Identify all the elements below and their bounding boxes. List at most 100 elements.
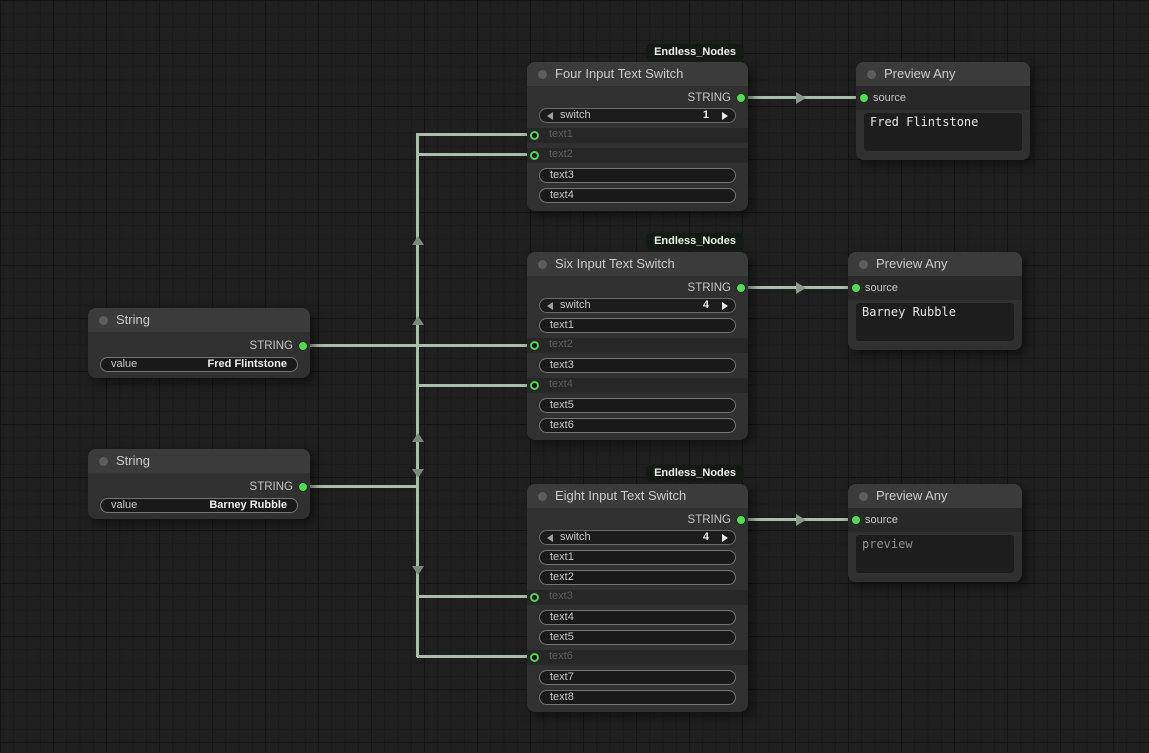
widget-text3[interactable]: text3	[527, 358, 748, 373]
source-input-port[interactable]	[851, 515, 861, 525]
preview-textarea[interactable]: Barney Rubble	[856, 303, 1014, 341]
preview-textarea[interactable]: Fred Flintstone	[864, 113, 1022, 151]
widget-text6[interactable]: text6	[527, 650, 748, 665]
group-badge: Endless_Nodes	[646, 465, 744, 482]
widget-value[interactable]: value Fred Flintstone	[88, 357, 310, 372]
switch-widget[interactable]: switch 4	[539, 298, 736, 313]
switch-widget[interactable]: switch 4	[539, 530, 736, 545]
node-eight-input-text-switch[interactable]: Eight Input Text Switch STRING switch 4 …	[527, 484, 748, 712]
widget-label: text4	[550, 189, 574, 201]
node-title: Six Input Text Switch	[555, 256, 675, 271]
widget-value[interactable]: value Barney Rubble	[88, 498, 310, 513]
widget-text8[interactable]: text8	[527, 690, 748, 705]
widget-text4[interactable]: text4	[527, 610, 748, 625]
wire-direction-right-icon	[796, 282, 806, 294]
collapse-dot-icon[interactable]	[859, 492, 868, 501]
input-port-text4[interactable]	[530, 381, 539, 390]
widget-text4[interactable]: text4	[527, 378, 748, 393]
string-output-port[interactable]	[736, 515, 746, 525]
widget-label: text2	[549, 148, 573, 160]
switch-value: 1	[702, 109, 709, 121]
switch-label: switch	[560, 109, 591, 121]
widget-text1[interactable]: text1	[527, 128, 748, 143]
collapse-dot-icon[interactable]	[538, 70, 547, 79]
collapse-dot-icon[interactable]	[99, 457, 108, 466]
widget-label: text3	[550, 169, 574, 181]
widget-text2[interactable]: text2	[527, 148, 748, 163]
source-input-port[interactable]	[859, 93, 869, 103]
widget-text1[interactable]: text1	[527, 318, 748, 333]
string-output-port[interactable]	[298, 341, 308, 351]
widget-text7[interactable]: text7	[527, 670, 748, 685]
wire-string2-to-six-text4	[417, 384, 535, 387]
wire-direction-up-icon	[412, 316, 424, 325]
string-output-port[interactable]	[736, 93, 746, 103]
output-label: STRING	[687, 282, 731, 294]
collapse-dot-icon[interactable]	[538, 492, 547, 501]
switch-label: switch	[560, 531, 591, 543]
wire-string1-to-four-text2	[417, 153, 535, 156]
widget-label: text1	[550, 319, 574, 331]
input-port-text1[interactable]	[530, 131, 539, 140]
collapse-dot-icon[interactable]	[538, 260, 547, 269]
widget-label: text5	[550, 399, 574, 411]
switch-widget[interactable]: switch 1	[539, 108, 736, 123]
wire-direction-down-icon	[412, 566, 424, 575]
collapse-dot-icon[interactable]	[859, 260, 868, 269]
widget-text5[interactable]: text5	[527, 630, 748, 645]
switch-increment-icon[interactable]	[722, 111, 728, 120]
widget-value-text: Barney Rubble	[209, 499, 287, 511]
source-input-port[interactable]	[851, 283, 861, 293]
widget-text1[interactable]: text1	[527, 550, 748, 565]
widget-text4[interactable]: text4	[527, 188, 748, 203]
string-output-port[interactable]	[736, 283, 746, 293]
wire-direction-up-icon	[412, 433, 424, 442]
node-title: Preview Any	[876, 256, 948, 271]
output-label: STRING	[687, 92, 731, 104]
switch-decrement-icon[interactable]	[547, 111, 553, 120]
input-port-text6[interactable]	[530, 653, 539, 662]
wire-string1-to-eight-text3	[417, 595, 535, 598]
input-port-text2[interactable]	[530, 151, 539, 160]
widget-label: text6	[550, 419, 574, 431]
wire-string1-to-six-text2	[305, 344, 535, 347]
preview-textarea[interactable]: preview	[856, 535, 1014, 573]
node-six-input-text-switch[interactable]: Six Input Text Switch STRING switch 4 te…	[527, 252, 748, 440]
widget-label: text1	[550, 551, 574, 563]
input-label: source	[865, 282, 899, 294]
input-port-text3[interactable]	[530, 593, 539, 602]
switch-decrement-icon[interactable]	[547, 533, 553, 542]
widget-label: value	[111, 358, 138, 370]
node-preview-any-1[interactable]: Preview Any source Fred Flintstone	[856, 62, 1030, 160]
collapse-dot-icon[interactable]	[99, 316, 108, 325]
input-port-text2[interactable]	[530, 341, 539, 350]
string-output-port[interactable]	[298, 482, 308, 492]
widget-label: text1	[549, 128, 573, 140]
collapse-dot-icon[interactable]	[867, 70, 876, 79]
widget-value-text: Fred Flintstone	[207, 358, 287, 370]
widget-text5[interactable]: text5	[527, 398, 748, 413]
switch-decrement-icon[interactable]	[547, 301, 553, 310]
widget-text2[interactable]: text2	[527, 570, 748, 585]
widget-text6[interactable]: text6	[527, 418, 748, 433]
widget-label: text4	[549, 378, 573, 390]
group-badge: Endless_Nodes	[646, 233, 744, 250]
widget-text3[interactable]: text3	[527, 168, 748, 183]
node-preview-any-3[interactable]: Preview Any source preview	[848, 484, 1022, 582]
node-preview-any-2[interactable]: Preview Any source Barney Rubble	[848, 252, 1022, 350]
widget-text3[interactable]: text3	[527, 590, 748, 605]
output-label: STRING	[687, 514, 731, 526]
switch-increment-icon[interactable]	[722, 301, 728, 310]
widget-text2[interactable]: text2	[527, 338, 748, 353]
switch-value: 4	[702, 299, 709, 311]
widget-label: text7	[550, 671, 574, 683]
widget-label: text2	[549, 338, 573, 350]
node-title: Four Input Text Switch	[555, 66, 684, 81]
widget-label: text3	[550, 359, 574, 371]
node-four-input-text-switch[interactable]: Four Input Text Switch STRING switch 1 t…	[527, 62, 748, 211]
switch-increment-icon[interactable]	[722, 533, 728, 542]
node-string-2[interactable]: String STRING value Barney Rubble	[88, 449, 310, 519]
group-badge: Endless_Nodes	[646, 44, 744, 61]
node-string-1[interactable]: String STRING value Fred Flintstone	[88, 308, 310, 378]
